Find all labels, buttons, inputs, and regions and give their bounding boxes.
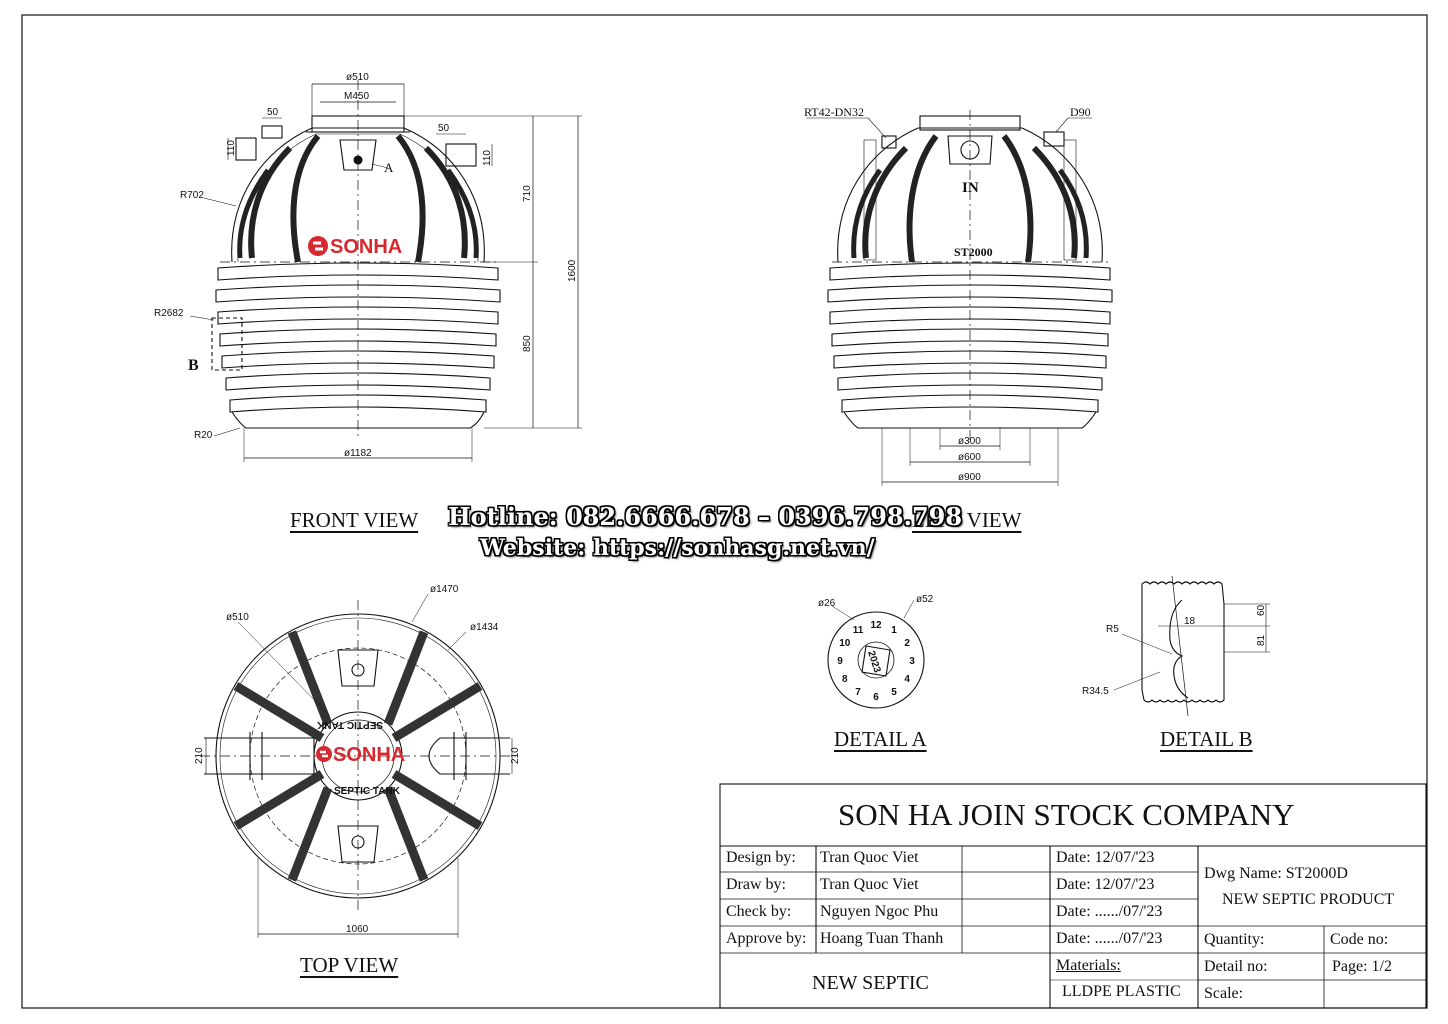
dim-top-210b: 210 (510, 747, 521, 764)
website-banner: Website: https://sonhasg.net.vn/ (480, 535, 875, 561)
dim-front-r20: R20 (194, 430, 213, 441)
dim-detailb-60: 60 (1256, 604, 1267, 616)
clock-number-3: 3 (909, 656, 915, 667)
product-name: NEW SEPTIC PRODUCT (1222, 891, 1395, 908)
front-view-title: FRONT VIEW (290, 508, 419, 532)
materials-label: Materials: (1056, 957, 1121, 974)
dim-front-a: A (384, 160, 394, 175)
sonha-logo-icon (308, 236, 328, 256)
approve-date: Date: ....../07/'23 (1056, 930, 1163, 947)
dim-front-r702: R702 (180, 190, 204, 201)
sonha-logo-text: SONHA (330, 236, 402, 258)
dim-detaila-d26: ø26 (818, 598, 836, 609)
dim-top-210a: 210 (194, 747, 205, 764)
code-no-label: Code no: (1330, 931, 1389, 948)
dim-front-110b: 110 (482, 150, 493, 166)
left-in-label: IN (962, 180, 979, 196)
sonha-logo-top: SONHA (316, 744, 405, 766)
dim-front-850: 850 (522, 335, 533, 352)
dim-front-1600: 1600 (567, 259, 578, 282)
front-view-drawing (189, 80, 582, 462)
approve-by-label: Approve by: (726, 930, 807, 947)
detail-no-label: Detail no: (1204, 958, 1268, 975)
clock-number-7: 7 (855, 687, 861, 698)
check-by-value: Nguyen Ngoc Phu (820, 903, 939, 920)
dim-left-d900: ø900 (958, 472, 981, 483)
left-bands (827, 262, 1113, 413)
design-date: Date: 12/07/'23 (1056, 849, 1155, 866)
dim-detaila-d52: ø52 (916, 594, 934, 605)
project-name: NEW SEPTIC (812, 972, 929, 994)
dim-front-110a: 110 (226, 140, 237, 156)
dwg-name: Dwg Name: ST2000D (1204, 865, 1348, 882)
draw-by-value: Tran Quoc Viet (820, 876, 919, 893)
clock-number-12: 12 (870, 620, 882, 631)
dim-left-d600: ø600 (958, 452, 981, 463)
clock-number-2: 2 (904, 638, 910, 649)
left-view-drawing (806, 110, 1113, 486)
dim-top-d1434: ø1434 (470, 622, 499, 633)
sonha-logo-front: SONHA (308, 236, 402, 258)
dim-top-d510: ø510 (226, 612, 249, 623)
approve-by-value: Hoang Tuan Thanh (820, 930, 944, 947)
top-septic-tank-a: SEPTIC TANK (316, 719, 383, 730)
dim-front-710: 710 (522, 185, 533, 202)
detaila-center-year: 2023 (865, 650, 882, 675)
dim-front-50a: 50 (267, 107, 279, 118)
top-view-title: TOP VIEW (300, 953, 399, 977)
check-by-label: Check by: (726, 903, 792, 920)
top-septic-tank-b: SEPTIC TANK (334, 786, 401, 797)
dim-front-b: B (188, 357, 199, 374)
check-date: Date: ....../07/'23 (1056, 903, 1163, 920)
dim-front-d1182: ø1182 (344, 448, 372, 459)
hotline-banner: Hotline: 082.6666.678 – 0396.798.798 (448, 502, 963, 531)
title-block-frame (719, 783, 1427, 1009)
quantity-label: Quantity: (1204, 931, 1265, 948)
dim-left-d300: ø300 (958, 436, 981, 447)
sonha-logo-icon (316, 746, 332, 762)
dim-left-d90: D90 (1070, 105, 1091, 119)
detail-b-title: DETAIL B (1160, 727, 1253, 751)
left-view-title: LEFT VIEW (912, 508, 1022, 532)
design-by-label: Design by: (726, 849, 796, 866)
dim-top-d1470: ø1470 (430, 584, 459, 595)
dim-detailb-81: 81 (1256, 634, 1267, 646)
scale-label: Scale: (1204, 985, 1244, 1002)
dim-top-1060: 1060 (346, 924, 369, 935)
company-name: SON HA JOIN STOCK COMPANY (838, 797, 1295, 832)
draw-by-label: Draw by: (726, 876, 786, 893)
clock-number-9: 9 (837, 656, 843, 667)
dim-front-d510: ø510 (346, 72, 369, 83)
top-view-drawing (200, 593, 516, 938)
dim-detailb-18: 18 (1184, 616, 1196, 627)
left-model-label: ST2000 (954, 245, 993, 259)
clock-number-10: 10 (839, 638, 851, 649)
detail-b-drawing (1113, 575, 1270, 717)
dim-detailb-r345: R34.5 (1082, 686, 1109, 697)
detail-a-drawing (827, 599, 925, 709)
dim-front-50b: 50 (438, 123, 450, 134)
clock-number-5: 5 (891, 687, 897, 698)
dim-left-rt42: RT42-DN32 (804, 105, 864, 119)
dim-front-r2682: R2682 (154, 308, 184, 319)
clock-number-11: 11 (853, 625, 864, 636)
dim-detailb-r5: R5 (1106, 624, 1119, 635)
materials-value: LLDPE PLASTIC (1062, 983, 1181, 1000)
clock-number-8: 8 (842, 674, 848, 685)
design-by-value: Tran Quoc Viet (820, 849, 919, 866)
page-label: Page: 1/2 (1332, 958, 1392, 975)
clock-number-6: 6 (873, 692, 879, 703)
front-bands (215, 262, 501, 413)
draw-date: Date: 12/07/'23 (1056, 876, 1155, 893)
clock-number-4: 4 (904, 674, 910, 685)
sonha-logo-text: SONHA (333, 744, 405, 766)
clock-number-1: 1 (891, 625, 897, 636)
dim-front-m450: M450 (344, 91, 369, 102)
detail-a-title: DETAIL A (834, 727, 927, 751)
